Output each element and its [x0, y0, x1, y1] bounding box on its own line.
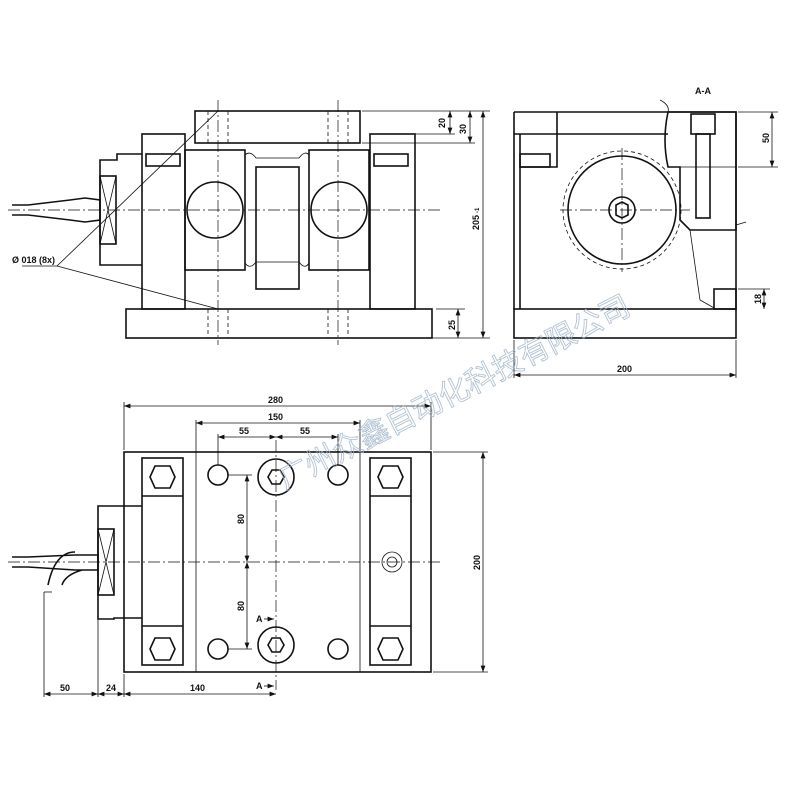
section-label: A-A	[695, 86, 711, 96]
connector-housing	[99, 153, 142, 266]
section-a-a-hatch	[664, 111, 737, 231]
dim-80-upper: 80	[236, 514, 246, 524]
dim-side-200: 200	[617, 364, 632, 374]
dim-280: 280	[268, 395, 283, 405]
hex-bolt-icon	[149, 465, 176, 489]
hex-bolt-icon	[149, 637, 176, 661]
dim-20: 20	[437, 118, 447, 128]
bolt-shank	[695, 133, 711, 219]
left-bolt-column	[141, 457, 184, 666]
base-plate	[125, 308, 433, 339]
side-base-plate	[513, 308, 737, 339]
dim-140: 140	[190, 683, 205, 693]
top-cable	[12, 551, 99, 586]
dim-205-tolerance: -1	[475, 207, 481, 213]
dim-top-200: 200	[472, 555, 482, 570]
left-nut	[145, 153, 181, 167]
section-mark-a-upper: A	[256, 614, 263, 624]
hex-bolt-icon	[377, 465, 404, 489]
front-view: Ø 018 (8x) 20 30 205 -1 25	[8, 100, 490, 345]
top-plate	[194, 110, 361, 144]
top-view: 280 150 55 55 80 80 200 50 24 140 A A	[8, 395, 488, 697]
hex-bolt-icon	[267, 469, 285, 485]
bolt-centerlines	[207, 100, 349, 345]
dim-50: 50	[761, 133, 771, 143]
hole-callout-leader	[22, 110, 219, 310]
side-view: A-A 50 18 200	[513, 86, 778, 378]
dim-80-lower: 80	[236, 601, 246, 611]
right-support-block	[369, 133, 416, 310]
dim-18: 18	[753, 294, 763, 304]
left-support-block	[141, 133, 186, 310]
right-bolt-column	[369, 457, 412, 666]
hex-bolt-icon	[377, 637, 404, 661]
top-connector-housing	[97, 505, 142, 620]
dim-24: 24	[106, 683, 116, 693]
side-hex-nut-icon	[615, 201, 629, 219]
dim-50-cable: 50	[60, 683, 70, 693]
side-nut	[519, 153, 551, 168]
mounting-holes	[207, 458, 349, 664]
dim-30: 30	[458, 124, 468, 134]
socket-head-bolt	[690, 113, 716, 135]
right-nut	[373, 153, 409, 167]
side-body-outline	[513, 111, 737, 309]
section-mark-a-lower: A	[256, 681, 263, 691]
dim-55-left: 55	[239, 426, 249, 436]
hex-bolt-icon	[267, 637, 285, 653]
dim-205: 205	[471, 215, 481, 230]
center-beam	[255, 166, 300, 290]
dim-55-right: 55	[300, 426, 310, 436]
dim-150: 150	[268, 412, 283, 422]
hole-callout: Ø 018 (8x)	[12, 255, 55, 265]
dim-25: 25	[447, 320, 457, 330]
